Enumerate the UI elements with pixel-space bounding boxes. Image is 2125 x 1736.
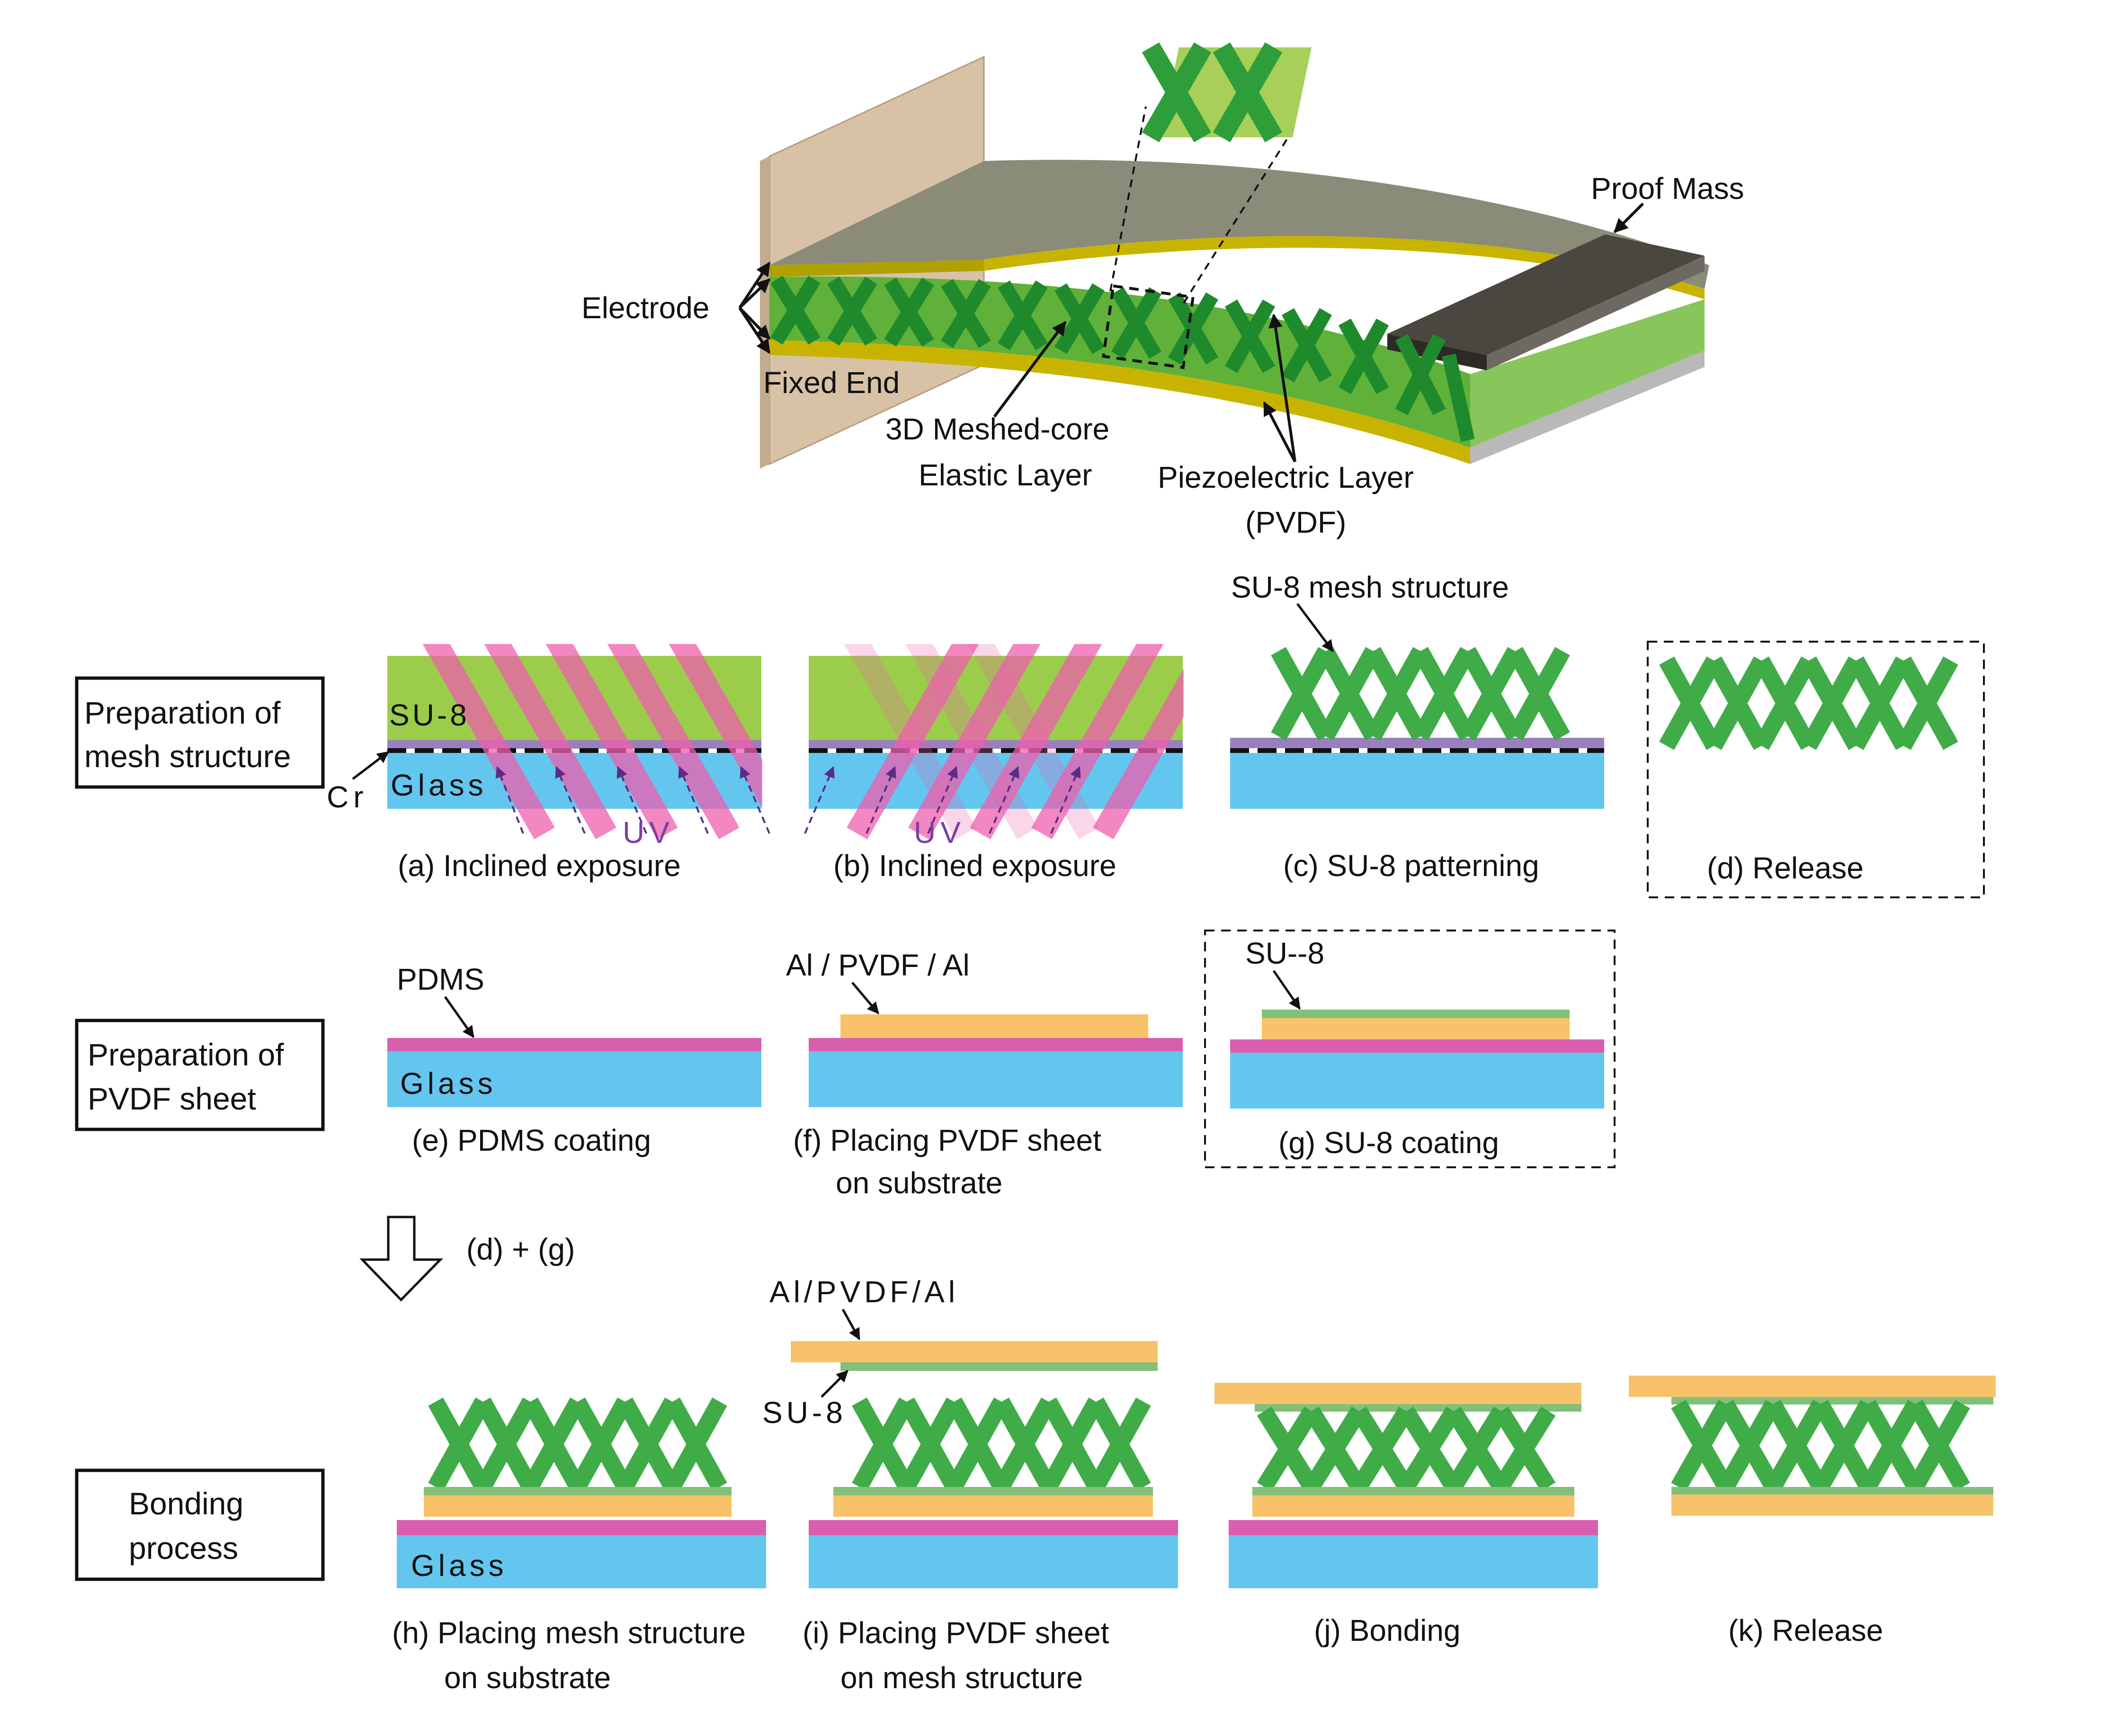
mesh-x-pattern (770, 276, 1475, 442)
label-glass-h: Glass (411, 1548, 508, 1583)
bottom-film (1470, 350, 1705, 464)
row-label-mesh: Preparation of mesh structure (75, 676, 325, 789)
step-i: Al/PVDF/Al SU-8 (i) Placing PVDF sheet o… (762, 1275, 1178, 1695)
label-al-pvdf-al: Al / PVDF / Al (786, 948, 970, 982)
label-piezo-1: Piezoelectric Layer (1158, 460, 1414, 494)
label-uv-a: UV (623, 815, 674, 850)
svg-text:mesh structure: mesh structure (84, 739, 291, 774)
caption-f-2: on substrate (836, 1166, 1002, 1200)
step-j: (j) Bonding (1214, 1383, 1598, 1647)
label-uv-b: UV (914, 815, 965, 850)
step-b: UV (b) Inclined exposure (804, 644, 1184, 883)
label-fixed-end: Fixed End (763, 366, 900, 400)
svg-text:PVDF sheet: PVDF sheet (88, 1081, 256, 1116)
inset-xx (1142, 42, 1312, 143)
caption-f-1: (f) Placing PVDF sheet (793, 1123, 1101, 1157)
beam-top-surface (769, 160, 1709, 289)
row-label-pvdf: Preparation of PVDF sheet (75, 1019, 325, 1131)
caption-h-1: (h) Placing mesh structure (392, 1616, 746, 1650)
label-al-pvdf-al-compact: Al/PVDF/Al (769, 1275, 959, 1309)
inset-leader-right (1183, 129, 1294, 304)
caption-c: (c) SU-8 patterning (1283, 849, 1539, 883)
svg-text:process: process (129, 1530, 238, 1566)
svg-text:Bonding: Bonding (129, 1486, 243, 1521)
step-h: Glass (h) Placing mesh structure on subs… (392, 1397, 766, 1695)
row-label-bond: Bonding process (75, 1468, 325, 1581)
caption-j: (j) Bonding (1314, 1613, 1461, 1647)
caption-d: (d) Release (1707, 851, 1864, 885)
step-e: PDMS Glass (e) PDMS coating (387, 962, 761, 1157)
caption-h-2: on substrate (444, 1661, 611, 1695)
label-proof-mass: Proof Mass (1591, 171, 1744, 206)
bottom-electrode (769, 340, 1470, 464)
label-su8-a: SU-8 (389, 698, 470, 732)
inset-leader-left (1109, 106, 1147, 292)
caption-b: (b) Inclined exposure (833, 849, 1116, 883)
label-glass-e: Glass (400, 1066, 497, 1101)
label-glass-a: Glass (391, 768, 487, 802)
wall-edge (760, 156, 769, 469)
step-f: Al / PVDF / Al (f) Placing PVDF sheet on… (786, 948, 1183, 1200)
mesh-core-side (1470, 299, 1705, 447)
proof-mass-side (1487, 256, 1705, 370)
label-mesh-core-2: Elastic Layer (919, 458, 1092, 492)
caption-i-1: (i) Placing PVDF sheet (803, 1616, 1109, 1650)
label-mesh-core-1: 3D Meshed-core (885, 412, 1109, 446)
label-electrode: Electrode (581, 291, 709, 325)
step-k: (k) Release (1629, 1376, 1996, 1647)
label-su8-i: SU-8 (762, 1396, 847, 1430)
top-electrode-edge (984, 236, 1705, 299)
svg-text:Preparation of: Preparation of (88, 1037, 284, 1072)
top-electrode-front (769, 260, 984, 277)
caption-i-2: on mesh structure (840, 1661, 1083, 1695)
label-pdms: PDMS (397, 962, 484, 996)
label-cr-a: Cr (327, 780, 368, 814)
step-a: SU-8 Cr Glass UV (a) Inclined exposure (327, 644, 770, 883)
hero-device: Electrode Fixed End 3D Meshed-core Elast… (581, 42, 1744, 539)
label-su8-double: SU--8 (1245, 936, 1324, 970)
svg-text:Preparation of: Preparation of (84, 695, 281, 730)
label-combine: (d) + (g) (466, 1232, 575, 1266)
caption-g: (g) SU-8 coating (1278, 1126, 1499, 1160)
proof-mass (1387, 234, 1705, 355)
caption-e: (e) PDMS coating (412, 1123, 651, 1157)
label-mesh-structure: SU-8 mesh structure (1231, 570, 1509, 604)
caption-a: (a) Inclined exposure (398, 849, 681, 883)
step-c: SU-8 mesh structure (c) SU-8 patterning (1230, 570, 1604, 883)
inset-box (1102, 284, 1195, 369)
caption-k: (k) Release (1728, 1613, 1883, 1647)
label-piezo-2: (PVDF) (1245, 505, 1346, 539)
combine-arrow: (d) + (g) (359, 1216, 575, 1302)
step-g: SU--8 (g) SU-8 coating (1204, 930, 1616, 1168)
mesh-core-front (769, 277, 1470, 447)
step-d: (d) Release (1647, 641, 1985, 898)
